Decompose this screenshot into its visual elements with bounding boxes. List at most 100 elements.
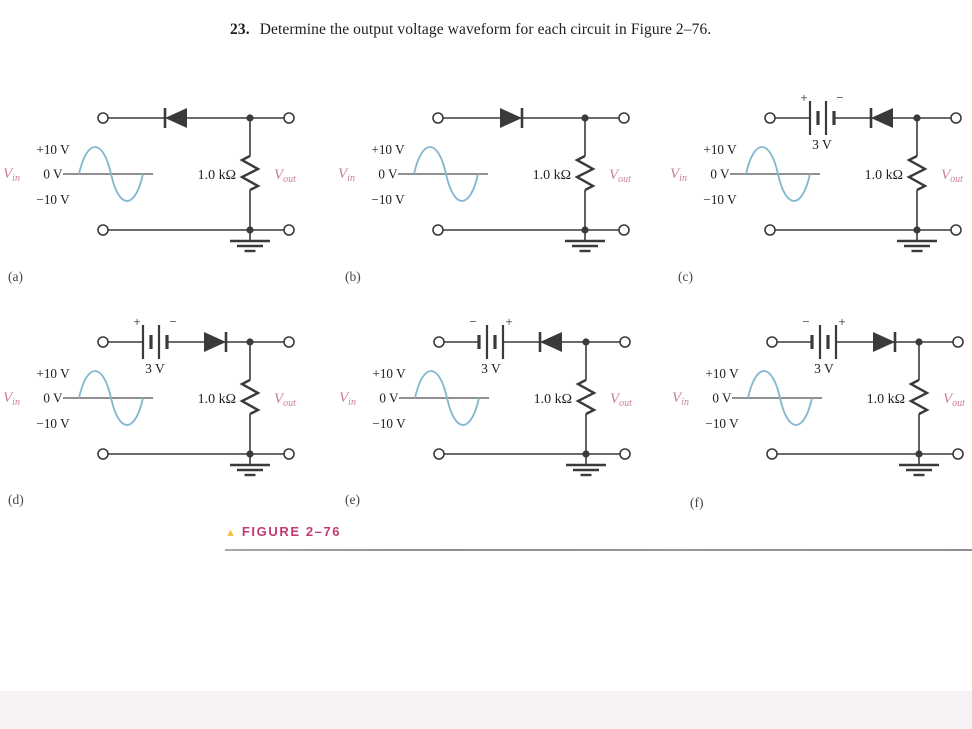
vout-label: Vout: [941, 167, 963, 185]
scale-plus10v: +10 V: [371, 142, 405, 157]
scale-minus10v: −10 V: [705, 416, 739, 431]
part-tag: (c): [678, 269, 693, 284]
battery-left-sign: −: [469, 314, 476, 329]
scale-0v: 0 V: [379, 391, 399, 406]
vin-label: Vin: [3, 166, 20, 184]
terminal-icon: [432, 224, 444, 236]
battery-left-sign: +: [800, 90, 807, 105]
terminal-icon: [97, 336, 109, 348]
terminal-icon: [432, 112, 444, 124]
vout-label: Vout: [610, 391, 632, 409]
part-tag: (e): [345, 492, 360, 507]
sine-wave-icon: [413, 146, 479, 202]
scale-plus10v: +10 V: [705, 366, 739, 381]
caption-triangle-icon: ▲: [225, 527, 236, 539]
scale-0v: 0 V: [712, 391, 732, 406]
terminal-icon: [952, 448, 964, 460]
figure-2-76-schematics: 1.0 kΩ Vout +10 V 0 V −10 V Vin (a) 1.0 kΩ Vout +…: [3, 90, 965, 510]
resistor-icon: [574, 154, 596, 192]
scale-0v: 0 V: [43, 391, 63, 406]
diode-icon: [540, 332, 562, 352]
sine-wave-icon: [414, 370, 480, 426]
terminal-icon: [433, 448, 445, 460]
resistor-icon: [906, 154, 928, 192]
scale-minus10v: −10 V: [36, 416, 70, 431]
sine-wave-icon: [78, 370, 144, 426]
resistor-value-label: 1.0 kΩ: [198, 168, 236, 183]
sine-wave-icon: [745, 146, 811, 202]
part-tag: (a): [8, 269, 23, 284]
vin-label: Vin: [670, 166, 687, 184]
battery-voltage-label: 3 V: [812, 137, 832, 152]
document-page: 23. Determine the output voltage waveform…: [0, 0, 972, 691]
terminal-icon: [97, 224, 109, 236]
battery-right-sign: +: [838, 314, 845, 329]
vin-label: Vin: [339, 390, 356, 408]
diode-icon: [873, 332, 895, 352]
scale-plus10v: +10 V: [703, 142, 737, 157]
terminal-icon: [952, 336, 964, 348]
diode-icon: [871, 108, 893, 128]
resistor-value-label: 1.0 kΩ: [865, 168, 903, 183]
terminal-icon: [950, 224, 962, 236]
resistor-value-label: 1.0 kΩ: [534, 392, 572, 407]
vout-label: Vout: [274, 167, 296, 185]
resistor-icon: [908, 378, 930, 416]
vout-label: Vout: [943, 391, 965, 409]
scale-minus10v: −10 V: [703, 192, 737, 207]
terminal-icon: [619, 448, 631, 460]
sine-wave-icon: [747, 370, 813, 426]
battery-voltage-label: 3 V: [481, 361, 501, 376]
scale-plus10v: +10 V: [36, 366, 70, 381]
vin-label: Vin: [3, 390, 20, 408]
resistor-value-label: 1.0 kΩ: [533, 168, 571, 183]
terminal-icon: [283, 336, 295, 348]
circuit-f: − +3 V 1.0 kΩ Vout +10 V 0 V −10 V Vin (f): [672, 314, 965, 510]
part-tag: (d): [8, 492, 24, 507]
battery-left-sign: −: [802, 314, 809, 329]
scale-minus10v: −10 V: [36, 192, 70, 207]
sine-wave-icon: [78, 146, 144, 202]
part-tag: (f): [690, 495, 704, 510]
battery-right-sign: −: [836, 90, 843, 105]
resistor-value-label: 1.0 kΩ: [867, 392, 905, 407]
scale-minus10v: −10 V: [371, 192, 405, 207]
problem-text: Determine the output voltage waveform fo…: [259, 21, 712, 38]
battery-right-sign: −: [169, 314, 176, 329]
terminal-icon: [766, 336, 778, 348]
terminal-icon: [618, 224, 630, 236]
resistor-icon: [239, 154, 261, 192]
resistor-icon: [239, 378, 261, 416]
terminal-icon: [283, 112, 295, 124]
terminal-icon: [619, 336, 631, 348]
diode-icon: [500, 108, 522, 128]
terminal-icon: [618, 112, 630, 124]
battery-voltage-label: 3 V: [814, 361, 834, 376]
terminal-icon: [764, 112, 776, 124]
circuit-a: 1.0 kΩ Vout +10 V 0 V −10 V Vin (a): [3, 108, 296, 284]
figure-caption: ▲ FIGURE 2–76: [225, 524, 341, 539]
problem-statement: 23. Determine the output voltage waveform…: [230, 21, 711, 39]
caption-title: FIGURE 2–76: [241, 524, 342, 539]
vin-label: Vin: [338, 166, 355, 184]
resistor-icon: [575, 378, 597, 416]
diode-icon: [165, 108, 187, 128]
scale-0v: 0 V: [43, 167, 63, 182]
diode-icon: [204, 332, 226, 352]
vin-label: Vin: [672, 390, 689, 408]
problem-number: 23.: [230, 21, 250, 38]
terminal-icon: [97, 448, 109, 460]
terminal-icon: [97, 112, 109, 124]
terminal-icon: [766, 448, 778, 460]
vout-label: Vout: [609, 167, 631, 185]
scale-plus10v: +10 V: [372, 366, 406, 381]
scale-minus10v: −10 V: [372, 416, 406, 431]
terminal-icon: [433, 336, 445, 348]
scale-plus10v: +10 V: [36, 142, 70, 157]
scale-0v: 0 V: [378, 167, 398, 182]
